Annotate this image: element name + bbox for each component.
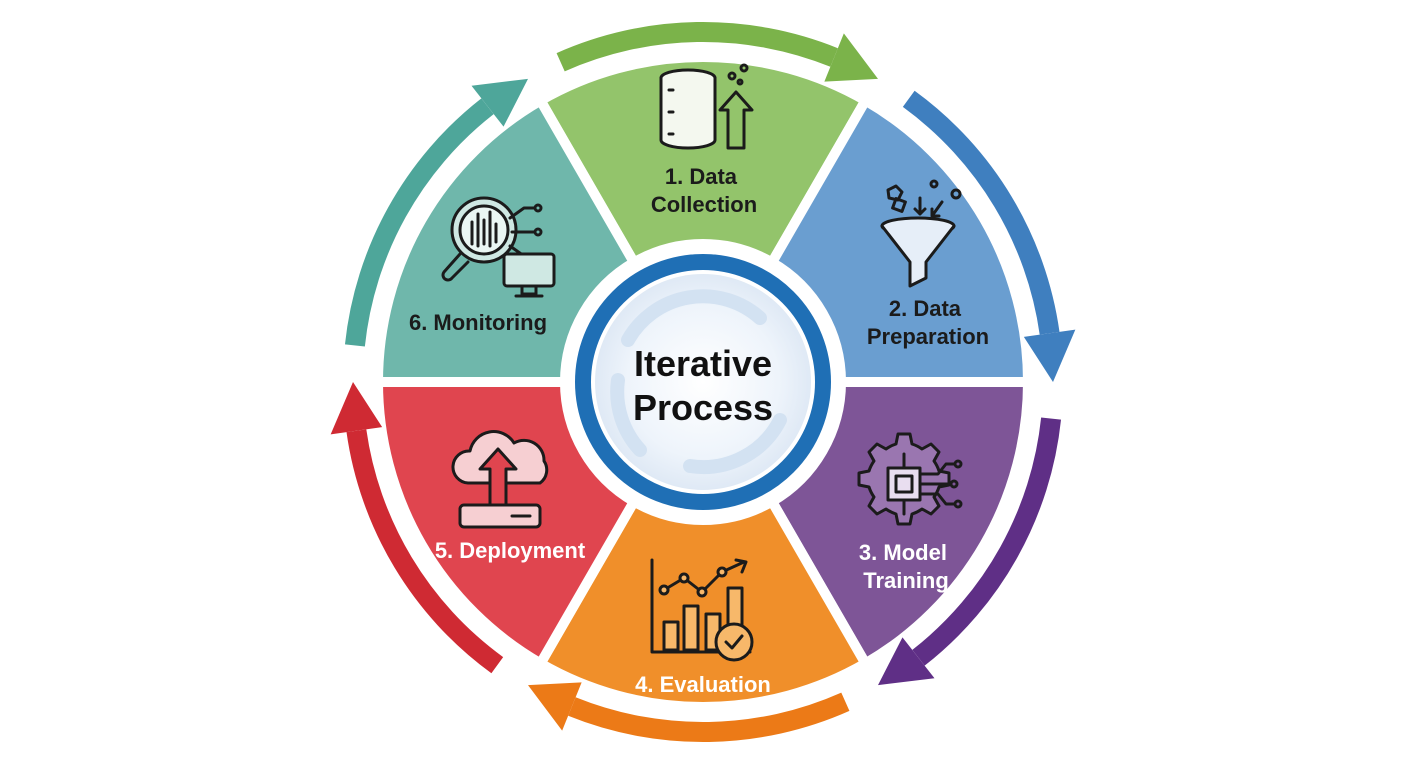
cycle-arrow-2-head [1023, 329, 1076, 382]
stage-4-line-1: 4. Evaluation [635, 672, 771, 697]
cycle-arrow-5-head [330, 382, 383, 435]
cycle-arrow-6-body [344, 98, 494, 347]
cycle-arrow-3-body [912, 417, 1062, 666]
stage-5-line-1: 5. Deployment [435, 538, 586, 563]
database-upload-icon [659, 63, 754, 150]
stage-2-line-2: Preparation [867, 324, 989, 349]
center-title-line-2: Process [633, 387, 773, 428]
cycle-arrow-4-head [528, 682, 582, 731]
center-hub: Iterative Process [569, 248, 837, 516]
cycle-arrow-3-head [878, 637, 935, 686]
cycle-arrow-1-body [556, 21, 838, 72]
center-ring [575, 254, 831, 510]
stage-1-line-1: 1. Data [665, 164, 738, 189]
stage-4-label: 4. Evaluation [635, 672, 771, 697]
center-title-line-1: Iterative [634, 343, 772, 384]
stage-3-label: 3. Model Training [859, 540, 953, 593]
stage-2-label: 2. Data Preparation [867, 296, 989, 349]
chart-check-icon [650, 558, 754, 662]
stage-5-label: 5. Deployment [435, 538, 586, 563]
stage-3-line-1: 3. Model [859, 540, 947, 565]
gear-chip-icon [857, 432, 963, 526]
cloud-upload-icon [451, 430, 549, 529]
cycle-arrow-2-body [902, 90, 1060, 335]
stage-2-line-1: 2. Data [889, 296, 962, 321]
cycle-arrow-1-head [824, 33, 878, 82]
stage-6-label: 6. Monitoring [409, 310, 547, 335]
stage-1-line-2: Collection [651, 192, 757, 217]
stage-1-label: 1. Data Collection [651, 164, 757, 217]
cycle-arrow-5-body [346, 429, 504, 674]
funnel-icon [880, 179, 962, 288]
cycle-arrows [330, 21, 1076, 742]
stage-3-line-2: Training [863, 568, 949, 593]
cycle-arrow-6-head [471, 78, 528, 127]
magnifier-monitor-icon [441, 196, 556, 298]
cycle-arrow-4-body [568, 692, 850, 742]
stage-6-line-1: 6. Monitoring [409, 310, 547, 335]
faint-cycle-icon [610, 289, 787, 475]
